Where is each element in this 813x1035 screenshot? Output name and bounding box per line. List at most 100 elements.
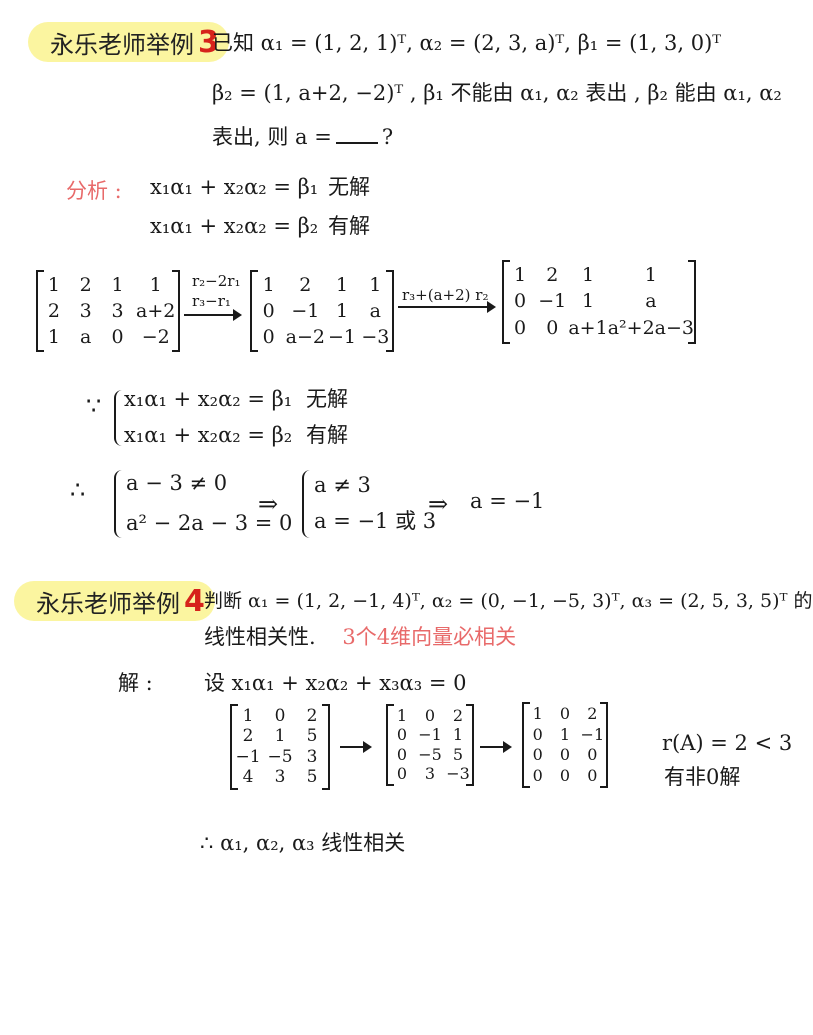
matrix-cell: 0: [587, 745, 598, 765]
matrix-cell: 2: [587, 704, 598, 724]
matrix-cell: 1: [242, 705, 254, 726]
condition-2: a² − 2a − 3 = 0: [126, 511, 293, 535]
conclusion-symbol: ∴: [200, 831, 214, 855]
result-2: a = −1 或 3: [314, 509, 437, 533]
result-1: a ≠ 3: [314, 473, 371, 497]
ex3-problem-line1: 已知 α₁ = (1, 2, 1)ᵀ, α₂ = (2, 3, a)ᵀ, β₁ …: [212, 31, 722, 55]
matrix-cell: 0: [559, 745, 571, 765]
matrix-cell: 2: [79, 273, 92, 296]
matrix-cell: 1: [369, 273, 382, 296]
because-brace: [114, 390, 126, 446]
analysis-eq1-result: 无解: [328, 175, 370, 199]
ex3-op2: r₃+(a+2) r₂: [402, 286, 489, 304]
matrix-cell: 2: [306, 705, 318, 726]
matrix-cell: 5: [452, 744, 464, 764]
nonzero-solution: 有非0解: [664, 765, 741, 789]
matrix-cell: −1: [538, 290, 567, 313]
analysis-eq2-result: 有解: [328, 214, 370, 238]
matrix-cell: 0: [514, 290, 527, 313]
matrix-cell: 2: [242, 726, 254, 747]
matrix-cell: −1: [235, 746, 261, 767]
implies-symbol-2: ⇒: [428, 490, 449, 518]
matrix-cell: 0: [532, 745, 543, 765]
matrix-cell: 1: [47, 325, 60, 348]
matrix-cell: 1: [581, 263, 595, 286]
matrix-cell: −3: [446, 764, 470, 784]
matrix-cell: 5: [306, 726, 318, 747]
ex4-note: 3个4维向量必相关: [342, 625, 517, 649]
ex3-problem-line2: β₂ = (1, a+2, −2)ᵀ , β₁ 不能由 α₁, α₂ 表出 , …: [212, 81, 782, 105]
matrix-cell: 0: [559, 765, 571, 785]
because-res1: 无解: [306, 387, 348, 411]
matrix-cell: 2: [47, 299, 60, 322]
because-symbol: ∵: [86, 392, 102, 420]
ex3-problem-line3: 表出, 则 a =?: [212, 125, 393, 149]
matrix-cell: a+1: [568, 317, 608, 340]
final-answer: a = −1: [470, 489, 545, 513]
badge-number: 4: [184, 583, 205, 619]
matrix-cell: −1: [418, 725, 442, 745]
matrix-cell: 0: [587, 765, 598, 785]
matrix-cell: −3: [361, 325, 390, 348]
ex4-arrow1: [340, 741, 372, 753]
matrix-cell: 0: [546, 317, 559, 340]
badge-number: 3: [198, 24, 219, 60]
matrix-cell: −5: [267, 746, 293, 767]
conclusion: ∴ α₁, α₂, α₃ 线性相关: [200, 831, 405, 855]
result-brace: [302, 470, 314, 538]
matrix-cell: a²+2a−3: [607, 317, 694, 340]
ex3-arrow1: [184, 309, 242, 321]
therefore-symbol: ∴: [70, 476, 86, 504]
matrix-cell: −1: [580, 724, 605, 744]
matrix-cell: 0: [396, 744, 408, 764]
matrix-cell: a: [369, 299, 381, 322]
matrix-cell: 0: [396, 725, 408, 745]
matrix-cell: 3: [306, 746, 318, 767]
rank-statement: r(A) = 2 < 3: [662, 731, 793, 755]
matrix-cell: 3: [424, 764, 436, 784]
matrix-cell: 1: [644, 263, 657, 286]
matrix-cell: 1: [514, 263, 527, 286]
ex3-arrow2: [398, 301, 496, 313]
matrix-cell: 1: [335, 299, 349, 322]
matrix-cell: −1: [327, 325, 356, 348]
matrix-cell: 1: [452, 725, 464, 745]
matrix-cell: 2: [546, 263, 559, 286]
matrix-cell: 1: [335, 273, 349, 296]
ex3-op1-line1: r₂−2r₁: [192, 272, 241, 290]
because-eq2: x₁α₁ + x₂α₂ = β₂: [124, 423, 293, 447]
matrix-cell: 1: [47, 273, 60, 296]
matrix-cell: 1: [559, 724, 571, 744]
matrix-cell: 1: [111, 273, 124, 296]
implies-symbol-1: ⇒: [258, 490, 279, 518]
example-4-badge: 永乐老师举例 4: [14, 581, 215, 621]
badge-text: 永乐老师举例: [36, 589, 180, 618]
matrix-cell: 5: [306, 767, 318, 788]
example-3-badge: 永乐老师举例 3: [28, 22, 229, 62]
solution-setup: 设 x₁α₁ + x₂α₂ + x₃α₃ = 0: [204, 671, 467, 695]
answer-blank: [335, 138, 378, 144]
matrix-cell: 0: [424, 705, 436, 725]
therefore-brace: [114, 470, 126, 538]
analysis-eq1: x₁α₁ + x₂α₂ = β₁: [150, 175, 319, 199]
matrix-cell: −5: [418, 744, 442, 764]
matrix-cell: 1: [581, 290, 595, 313]
matrix-cell: a+2: [136, 299, 176, 322]
matrix-cell: 0: [532, 765, 543, 785]
ex4-problem-line2: 线性相关性. 3个4维向量必相关: [204, 625, 517, 649]
ex3-problem-line3-pre: 表出, 则 a =: [212, 125, 332, 149]
matrix-cell: −1: [291, 299, 320, 322]
matrix-cell: 0: [274, 705, 286, 726]
ex4-problem-line2-text: 线性相关性.: [204, 625, 316, 649]
matrix-cell: 0: [559, 704, 571, 724]
ex4-problem-line1: 判断 α₁ = (1, 2, −1, 4)ᵀ, α₂ = (0, −1, −5,…: [204, 590, 813, 612]
matrix-cell: 2: [299, 273, 312, 296]
badge-text: 永乐老师举例: [50, 30, 194, 59]
matrix-cell: 1: [149, 273, 162, 296]
